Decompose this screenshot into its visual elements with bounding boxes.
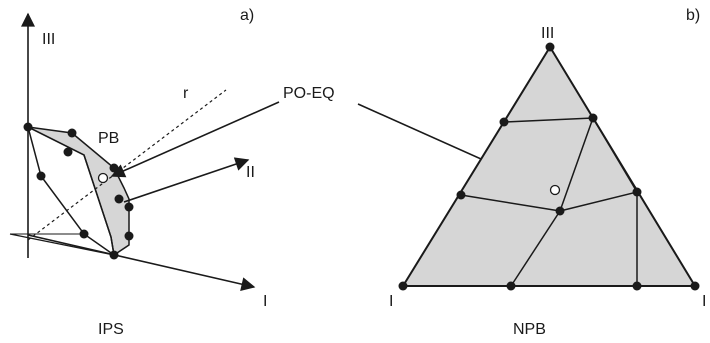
panel-a: III II I r PB a) IPS xyxy=(9,7,267,338)
ips-point xyxy=(109,163,119,173)
ips-point xyxy=(63,147,73,157)
ips-point xyxy=(36,171,46,181)
npb-network xyxy=(460,117,638,287)
panel-b-caption: NPB xyxy=(513,321,546,338)
ips-point xyxy=(67,128,77,138)
npb-point xyxy=(499,117,509,127)
npb-point xyxy=(632,281,642,291)
npb-point xyxy=(506,281,516,291)
npb-triangle xyxy=(401,45,697,287)
axis-i-label: I xyxy=(263,293,267,310)
npb-point xyxy=(690,281,700,291)
ips-edge-left xyxy=(27,126,115,256)
po-eq-arrow-a xyxy=(110,101,280,178)
axis-iii-label: III xyxy=(42,31,55,48)
ips-point xyxy=(124,202,134,212)
ips-point xyxy=(109,250,119,260)
corner-left-label: I xyxy=(389,293,393,310)
po-eq-point-a xyxy=(97,172,109,184)
panel-b: III I I b) NPB xyxy=(389,7,706,338)
axis-ii xyxy=(123,157,250,203)
npb-point xyxy=(398,281,408,291)
ips-point xyxy=(114,194,124,204)
npb-point xyxy=(545,42,555,52)
corner-right-label: I xyxy=(702,293,706,310)
r-label: r xyxy=(183,85,189,102)
pb-label: PB xyxy=(98,130,119,147)
axis-i xyxy=(27,234,256,291)
axis-ii-label: II xyxy=(246,164,255,181)
ips-point xyxy=(79,229,89,239)
ips-point xyxy=(124,231,134,241)
panel-b-tag: b) xyxy=(686,7,700,24)
npb-point xyxy=(588,113,598,123)
npb-point xyxy=(555,206,565,216)
npb-point xyxy=(632,187,642,197)
panel-a-caption: IPS xyxy=(98,321,124,338)
po-eq-point-b xyxy=(549,184,561,196)
panel-a-tag: a) xyxy=(240,7,254,24)
npb-points xyxy=(398,42,700,291)
ips-edge-inner xyxy=(27,126,115,256)
ips-point xyxy=(23,122,33,132)
po-eq-label: PO-EQ xyxy=(283,85,335,102)
npb-point xyxy=(456,190,466,200)
corner-top-label: III xyxy=(541,25,554,42)
